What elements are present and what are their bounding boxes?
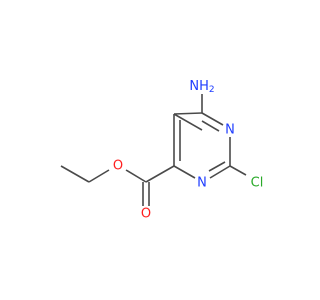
bond-carbonyl-oester xyxy=(125,169,147,183)
bond-c6-carbonyl xyxy=(145,165,175,183)
chlorine-label: Cl xyxy=(251,176,264,191)
ring-nitrogen-1: N xyxy=(197,176,207,191)
bond-n1-c2 xyxy=(209,165,231,179)
bond-n1-c2-inner xyxy=(208,161,226,172)
bond-oester-ch2 xyxy=(88,169,110,183)
bond-c6-n1 xyxy=(173,165,196,179)
amino-n: N xyxy=(189,79,199,94)
molecule-diagram: NH2 N N Cl O O xyxy=(60,78,264,222)
bond-n3-c4-inner xyxy=(201,120,220,132)
ester-oxygen-label: O xyxy=(113,159,123,174)
bond-n3-c4 xyxy=(201,112,224,126)
carbonyl-oxygen-label: O xyxy=(141,207,151,222)
bond-c4-c5b xyxy=(173,112,203,115)
bond-c4-c5 xyxy=(173,113,203,131)
structure-svg: NH2 N N Cl O O xyxy=(60,79,264,222)
amino-h: H xyxy=(199,79,209,94)
bond-ch2-ch3 xyxy=(60,165,90,183)
amino-count: 2 xyxy=(209,85,215,95)
bond-c2-cl xyxy=(229,165,247,176)
ring-nitrogen-3: N xyxy=(225,123,235,138)
amino-label: NH2 xyxy=(189,79,214,96)
